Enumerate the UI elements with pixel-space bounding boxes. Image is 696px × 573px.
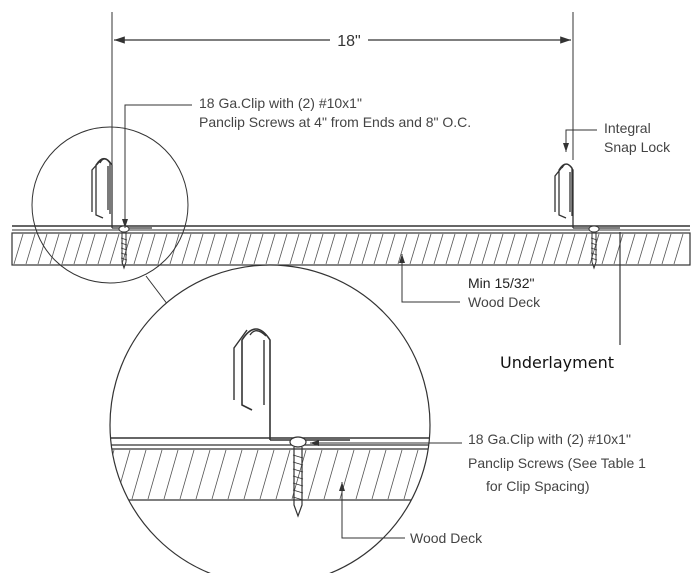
- dimension-label: 18": [337, 33, 360, 50]
- grain-line: [385, 233, 396, 265]
- grain-line: [301, 233, 312, 265]
- grain-line: [49, 233, 60, 265]
- grain-line: [13, 233, 24, 265]
- snap-lock-label-line1: Integral: [604, 120, 651, 136]
- grain-line: [61, 233, 72, 265]
- detail-callout-circle: [31, 126, 189, 284]
- grain-line: [217, 233, 228, 265]
- snap-lock-leader: [563, 129, 597, 152]
- grain-line: [541, 233, 552, 265]
- enlarged-detail: [110, 265, 450, 573]
- grain-line: [193, 233, 204, 265]
- grain-line: [163, 449, 179, 500]
- grain-line: [110, 449, 115, 500]
- grain-line: [505, 233, 516, 265]
- detail-clip-label-line1: 18 Ga.Clip with (2) #10x1": [468, 431, 631, 447]
- grain-line: [637, 233, 648, 265]
- top-clip-leader: [122, 104, 192, 228]
- grain-line: [313, 233, 324, 265]
- underlayment-label: Underlayment: [500, 353, 614, 372]
- grain-line: [553, 233, 564, 265]
- grain-line: [403, 449, 419, 500]
- grain-line: [577, 233, 588, 265]
- grain-line: [457, 233, 468, 265]
- grain-line: [109, 233, 120, 265]
- detail-clip-label-line3: for Clip Spacing): [486, 478, 590, 494]
- grain-line: [349, 233, 360, 265]
- enlarged-detail-circle: [109, 264, 431, 573]
- grain-line: [337, 233, 348, 265]
- grain-line: [649, 233, 660, 265]
- right-panel-seam: [554, 163, 620, 229]
- grain-line: [277, 233, 288, 265]
- grain-line: [97, 233, 108, 265]
- grain-line: [661, 233, 672, 265]
- grain-line: [259, 449, 275, 500]
- grain-line: [601, 233, 612, 265]
- grain-line: [243, 449, 259, 500]
- grain-line: [493, 233, 504, 265]
- grain-line: [673, 233, 684, 265]
- grain-line: [517, 233, 528, 265]
- grain-line: [227, 449, 243, 500]
- callout-connector: [145, 275, 169, 306]
- grain-line: [307, 449, 323, 500]
- grain-line: [529, 233, 540, 265]
- grain-line: [445, 233, 456, 265]
- grain-line: [433, 233, 444, 265]
- left-panel-seam: [91, 157, 152, 229]
- deck-leader: [399, 254, 460, 303]
- grain-line: [373, 233, 384, 265]
- grain-line: [147, 449, 163, 500]
- deck-label-line1: Min 15/32": [468, 275, 534, 291]
- wood-grain: [13, 233, 684, 265]
- grain-line: [565, 233, 576, 265]
- grain-line: [481, 233, 492, 265]
- detail-deck-leader: [339, 482, 405, 539]
- grain-line: [131, 449, 147, 500]
- grain-line: [613, 233, 624, 265]
- grain-line: [37, 233, 48, 265]
- right-screw: [588, 225, 600, 270]
- grain-line: [181, 233, 192, 265]
- grain-line: [361, 233, 372, 265]
- top-assembly: [11, 225, 691, 266]
- grain-line: [625, 233, 636, 265]
- grain-line: [371, 449, 387, 500]
- grain-line: [265, 233, 276, 265]
- snap-lock-label-line2: Snap Lock: [604, 139, 671, 155]
- wood-deck: [11, 232, 691, 266]
- grain-line: [387, 449, 403, 500]
- top-clip-label-line1: 18 Ga.Clip with (2) #10x1": [199, 95, 362, 111]
- grain-line: [355, 449, 371, 500]
- grain-line: [289, 233, 300, 265]
- grain-line: [179, 449, 195, 500]
- grain-line: [25, 233, 36, 265]
- grain-line: [229, 233, 240, 265]
- grain-line: [325, 233, 336, 265]
- grain-line: [145, 233, 156, 265]
- grain-line: [275, 449, 291, 500]
- grain-line: [85, 233, 96, 265]
- top-clip-label-line2: Panclip Screws at 4" from Ends and 8" O.…: [199, 114, 471, 130]
- grain-line: [253, 233, 264, 265]
- grain-line: [421, 233, 432, 265]
- detail-clip-label-line2: Panclip Screws (See Table 1: [468, 455, 646, 471]
- grain-line: [241, 233, 252, 265]
- deck-label-line2: Wood Deck: [468, 294, 541, 310]
- grain-line: [436, 450, 450, 499]
- grain-line: [469, 233, 480, 265]
- grain-line: [157, 233, 168, 265]
- grain-line: [73, 233, 84, 265]
- grain-line: [205, 233, 216, 265]
- detail-deck-label: Wood Deck: [410, 530, 483, 546]
- grain-line: [409, 233, 420, 265]
- grain-line: [211, 449, 227, 500]
- grain-line: [195, 449, 211, 500]
- grain-line: [323, 449, 339, 500]
- grain-line: [133, 233, 144, 265]
